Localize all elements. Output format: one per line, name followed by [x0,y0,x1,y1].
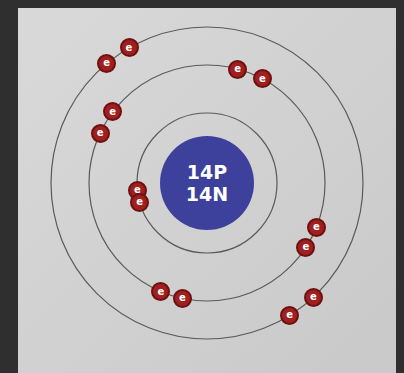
electron-symbol: e [313,222,320,232]
particle-count: 14P [187,161,227,183]
electron-dot: e [228,60,247,79]
electron-dot: e [91,124,110,143]
electron-dot: e [280,306,299,325]
electron-symbol: e [136,197,143,207]
electron-symbol: e [103,58,110,68]
electron-symbol: e [97,128,104,138]
background-panel [18,8,396,373]
electron-symbol: e [303,242,310,252]
outer-shell [51,27,363,339]
electron-symbol: e [157,287,164,297]
electron-dot: e [120,38,139,57]
inner-shell [137,113,277,253]
electron-symbol: e [310,292,317,302]
electron-symbol: e [179,293,186,303]
electron-dot: e [173,289,192,308]
particle-count: 14N [186,183,228,205]
electron-dot: e [307,218,326,237]
electron-symbol: e [109,107,116,117]
electron-dot: e [130,193,149,212]
electron-symbol: e [126,43,133,53]
electron-symbol: e [286,310,293,320]
electron-symbol: e [259,74,266,84]
nucleus-circle: 14P14N [160,136,254,230]
electron-symbol: e [234,64,241,74]
middle-shell [89,65,325,301]
electron-dot: e [304,288,323,307]
